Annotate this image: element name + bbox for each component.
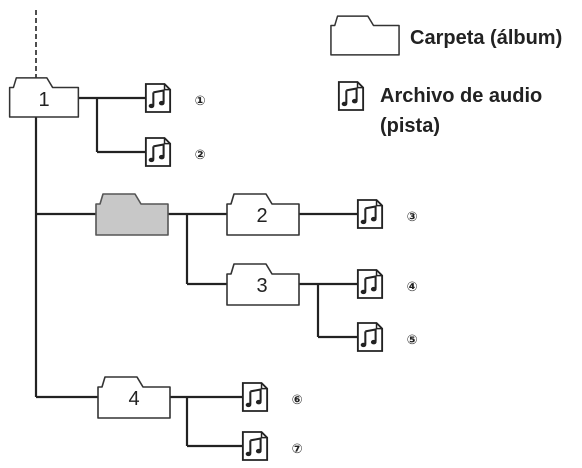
legend-audio-label-line2: (pista) <box>380 115 440 137</box>
track-2-number: ② <box>194 148 205 163</box>
folder-4: 4 <box>97 376 171 419</box>
folder-1-label: 1 <box>38 89 49 111</box>
legend-folder: Carpeta (álbum) <box>330 15 562 56</box>
audio-file-icon <box>356 321 384 353</box>
folder-icon <box>330 15 400 56</box>
track-1-number: ① <box>194 94 205 109</box>
track-6: ⑥ <box>241 381 303 413</box>
audio-file-icon <box>144 82 172 114</box>
track-3: ③ <box>356 198 418 230</box>
folder-3-label: 3 <box>256 275 267 297</box>
track-5: ⑤ <box>356 321 418 353</box>
track-3-number: ③ <box>406 210 417 225</box>
track-7: ⑦ <box>241 430 303 462</box>
audio-file-icon <box>241 430 269 462</box>
audio-file-icon <box>356 198 384 230</box>
legend: Carpeta (álbum) Archivo de audio (pista) <box>330 15 562 137</box>
audio-file-icon <box>337 80 365 112</box>
track-6-number: ⑥ <box>291 393 302 408</box>
track-5-number: ⑤ <box>406 333 417 348</box>
track-7-number: ⑦ <box>291 442 302 457</box>
audio-file-icon <box>144 136 172 168</box>
legend-audio: Archivo de audio (pista) <box>337 80 542 137</box>
track-1: ① <box>144 82 206 114</box>
connector-lines <box>34 10 358 448</box>
folder-shaded <box>95 193 169 236</box>
folder-2-label: 2 <box>256 205 267 227</box>
folder-3: 3 <box>226 263 300 306</box>
track-4: ④ <box>356 268 418 300</box>
folder-icon <box>95 193 169 236</box>
legend-audio-label-line1: Archivo de audio <box>380 85 542 107</box>
folder-2: 2 <box>226 193 300 236</box>
track-2: ② <box>144 136 206 168</box>
folder-1: 1 <box>8 77 80 118</box>
folder-4-label: 4 <box>128 388 139 410</box>
track-4-number: ④ <box>406 280 417 295</box>
audio-file-icon <box>241 381 269 413</box>
audio-file-icon <box>356 268 384 300</box>
legend-folder-label: Carpeta (álbum) <box>410 27 562 49</box>
